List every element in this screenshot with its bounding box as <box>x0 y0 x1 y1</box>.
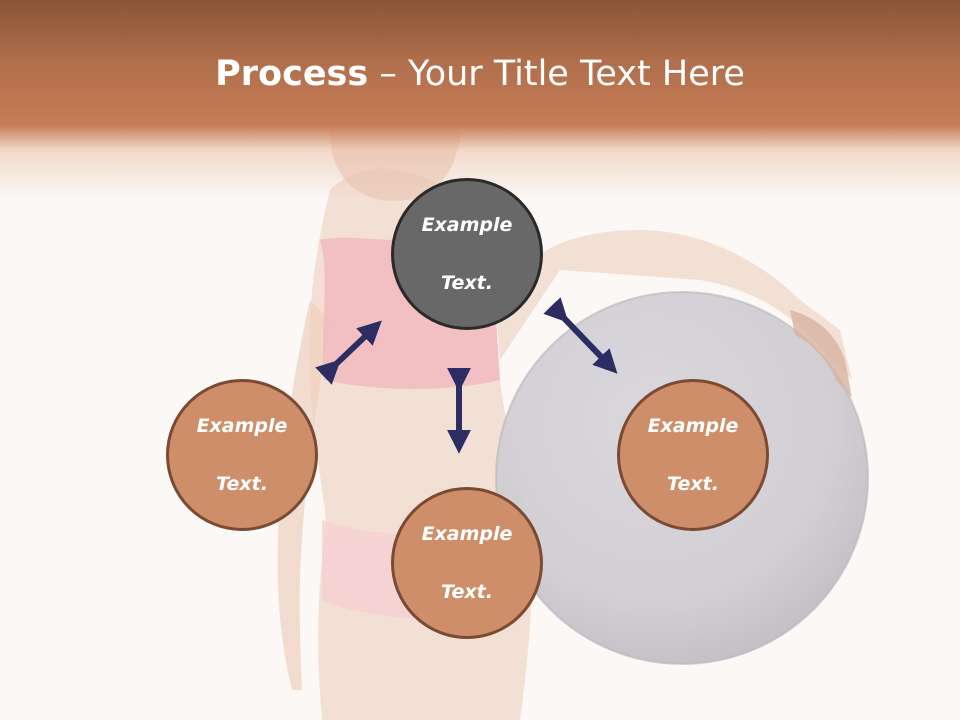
title-band <box>0 0 960 200</box>
title-bold-text: Process <box>215 54 369 94</box>
node-left-line1: Example <box>196 414 288 437</box>
node-right-line1: Example <box>647 414 739 437</box>
title-rest-text: Your Title Text Here <box>407 54 745 94</box>
figure-hand <box>790 310 852 398</box>
node-center-line2: Text. <box>441 271 493 294</box>
title-separator: – <box>368 54 408 94</box>
node-bottom-line1: Example <box>421 522 513 545</box>
node-right-line2: Text. <box>667 472 719 495</box>
arrow-center-left <box>315 320 382 385</box>
node-bottom-line2: Text. <box>441 580 493 603</box>
arrow-center-right <box>543 297 618 374</box>
slide-title: Process – Your Title Text Here <box>0 50 960 98</box>
node-center-line1: Example <box>421 213 513 236</box>
node-left-line2: Text. <box>216 472 268 495</box>
